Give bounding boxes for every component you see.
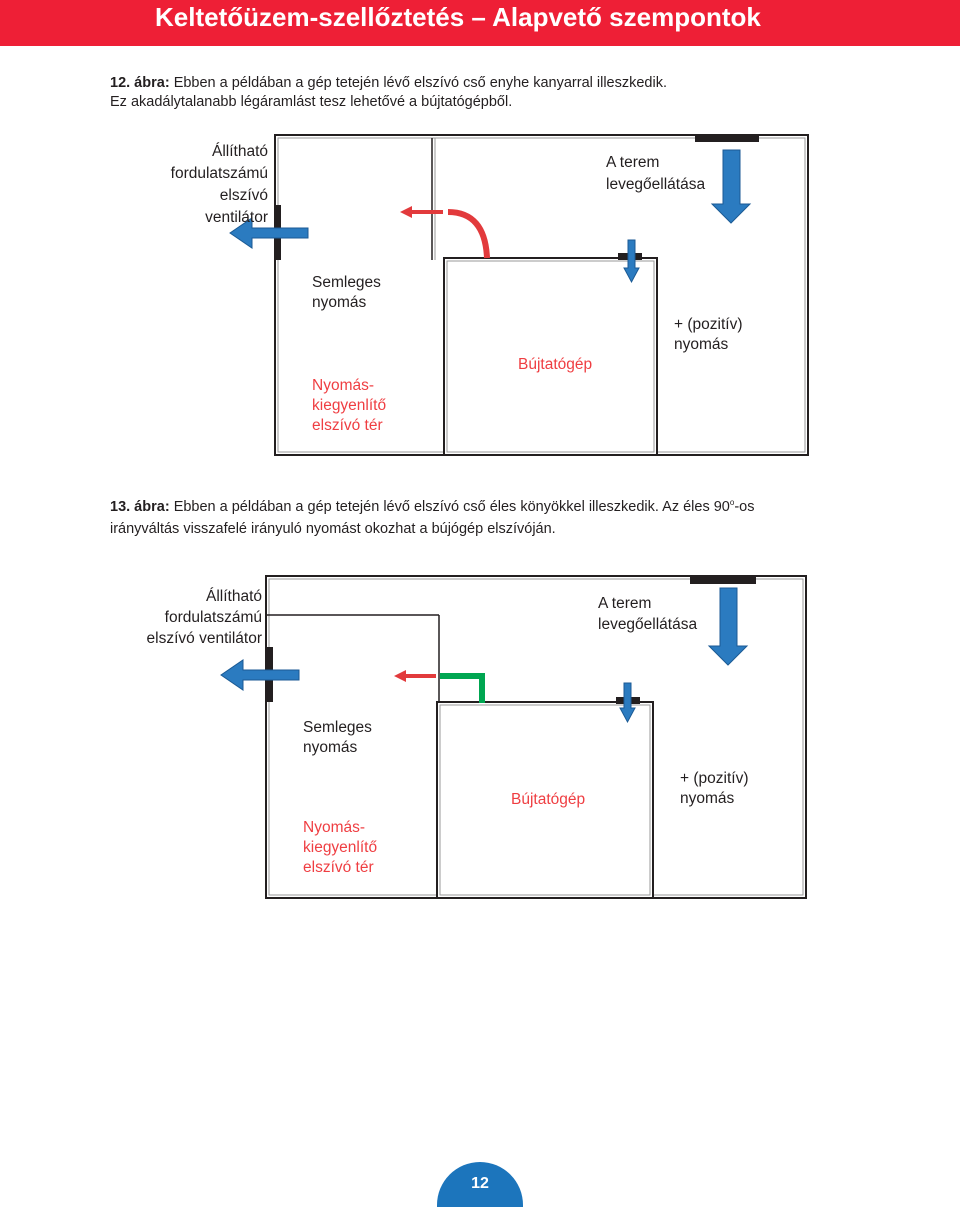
page-number: 12 xyxy=(471,1175,489,1192)
fig12-smooth-bend-duct xyxy=(400,206,490,259)
fig13-fan-label-line: Állítható xyxy=(205,588,262,605)
figure-12-caption-line1: Ebben a példában a gép tetején lévő elsz… xyxy=(173,75,667,91)
figure-13-caption-line1-pre: Ebben a példában a gép tetején lévő elsz… xyxy=(173,498,730,515)
fig12-balance-label-line: Nyomás- xyxy=(312,377,375,394)
fig12-positive-label-line: + (pozitív) xyxy=(674,316,743,333)
fig13-balance-label-line: kiegyenlítő xyxy=(303,839,378,856)
fig13-neutral-label-line: nyomás xyxy=(303,739,358,756)
page-header: Keltetőüzem-szellőztetés – Alapvető szem… xyxy=(0,0,960,46)
figure-13-caption-label: 13. ábra: xyxy=(110,498,170,515)
fig12-neutral-label: Semleges nyomás xyxy=(312,273,381,313)
fig13-positive-label: + (pozitív) nyomás xyxy=(680,769,748,809)
fig12-supply-arrow xyxy=(710,149,752,224)
fig12-positive-label-line: nyomás xyxy=(674,336,729,353)
fig12-machine-label: Bújtatógép xyxy=(518,356,593,373)
fig12-balance-label: Nyomás- kiegyenlítő elszívó tér xyxy=(312,376,386,436)
figure-13-caption: 13. ábra: Ebben a példában a gép tetején… xyxy=(110,492,830,540)
figure-12-caption: 12. ábra: Ebben a példában a gép tetején… xyxy=(110,74,830,112)
fig12-exhaust-arrow xyxy=(229,217,309,249)
fig13-fan-label-line: elszívó ventilátor xyxy=(146,630,262,647)
fig13-inner-wall xyxy=(267,614,440,703)
fig13-supply-arrow xyxy=(707,587,749,666)
fig13-balance-label: Nyomás- kiegyenlítő elszívó tér xyxy=(303,818,377,878)
fig13-supply-label: A terem levegőellátása xyxy=(598,593,697,635)
fig12-fan-label-line: fordulatszámú xyxy=(170,165,268,182)
fig13-fan-label-line: fordulatszámú xyxy=(164,609,262,626)
fig13-supply-label-line: A terem xyxy=(598,595,652,612)
fig12-neutral-label-line: nyomás xyxy=(312,294,367,311)
fig12-balance-label-line: elszívó tér xyxy=(312,417,383,434)
fig13-fan-label: Állítható fordulatszámú elszívó ventilát… xyxy=(120,586,262,649)
fig13-neutral-label-line: Semleges xyxy=(303,719,372,736)
fig12-balance-label-line: kiegyenlítő xyxy=(312,397,387,414)
fig12-inner-wall xyxy=(431,138,436,260)
fig13-sharp-elbow-duct xyxy=(394,670,485,703)
fig13-balance-label-line: elszívó tér xyxy=(303,859,374,876)
fig12-fan-label: Állítható fordulatszámú elszívó ventilát… xyxy=(130,141,268,229)
fig13-machine-outlet-arrow xyxy=(616,682,640,724)
fig12-fan-label-line: elszívó xyxy=(219,187,268,204)
fig12-supply-label-line: levegőellátása xyxy=(606,176,706,193)
fig12-fan-label-line: ventilátor xyxy=(205,209,268,226)
fig12-machine-outlet-arrow xyxy=(618,239,642,284)
fig13-machine-box xyxy=(436,701,654,899)
fig12-positive-label: + (pozitív) nyomás xyxy=(674,315,742,355)
fig12-neutral-label-line: Semleges xyxy=(312,274,381,291)
fig13-positive-label-line: + (pozitív) xyxy=(680,770,749,787)
fig13-supply-label-line: levegőellátása xyxy=(598,616,698,633)
fig13-machine-label: Bújtatógép xyxy=(511,791,586,808)
figure-13-caption-sup: o xyxy=(729,498,735,507)
fig12-machine-box xyxy=(443,257,658,456)
fig13-neutral-label: Semleges nyomás xyxy=(303,718,372,758)
figure-13-caption-line1-post: -os xyxy=(734,498,755,515)
fig12-fan-label-line: Állítható xyxy=(211,143,268,160)
fig13-positive-label-line: nyomás xyxy=(680,790,735,807)
figure-12-caption-label: 12. ábra: xyxy=(110,75,170,91)
figure-13-caption-line2: irányváltás visszafelé irányuló nyomást … xyxy=(110,520,556,537)
fig12-supply-label: A terem levegőellátása xyxy=(606,152,705,196)
fig12-supply-label-line: A terem xyxy=(606,154,660,171)
fig12-ceiling-vent xyxy=(695,134,759,142)
fig13-ceiling-vent xyxy=(690,576,756,584)
fig13-balance-label-line: Nyomás- xyxy=(303,819,366,836)
figure-12-caption-line2: Ez akadálytalanabb légáramlást tesz lehe… xyxy=(110,94,513,110)
page-title: Keltetőüzem-szellőztetés – Alapvető szem… xyxy=(155,2,761,32)
fig13-exhaust-arrow xyxy=(220,659,300,691)
